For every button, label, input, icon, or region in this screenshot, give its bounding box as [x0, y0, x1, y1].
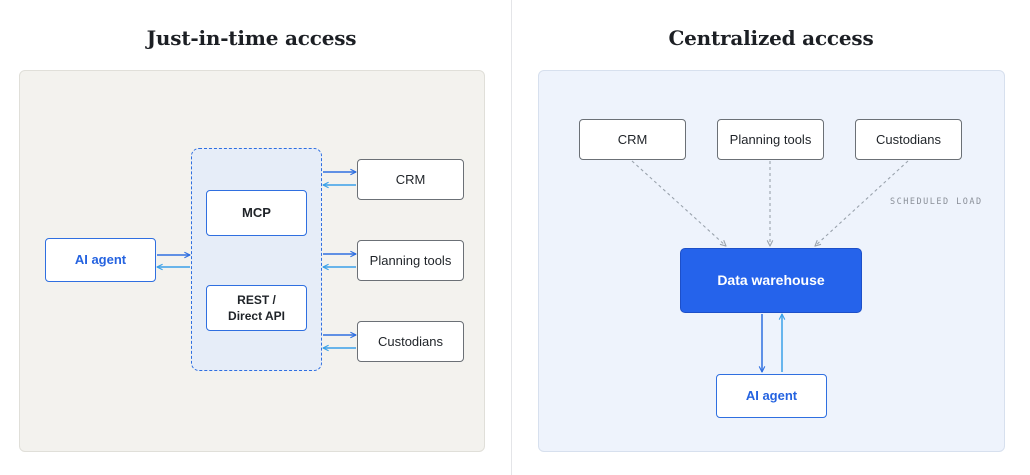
- crm-load-arrow: [631, 160, 726, 246]
- planning-tools-node-left: Planning tools: [357, 240, 464, 281]
- custodians-node-right: Custodians: [855, 119, 962, 160]
- title-just-in-time: Just-in-time access: [146, 26, 357, 50]
- ai-agent-node-left: AI agent: [45, 238, 156, 282]
- data-warehouse-node: Data warehouse: [680, 248, 862, 313]
- ai-agent-node-right: AI agent: [716, 374, 827, 418]
- planning-tools-node-right: Planning tools: [717, 119, 824, 160]
- custodians-node-left: Custodians: [357, 321, 464, 362]
- api-layer-group: [191, 148, 322, 371]
- custodians-load-arrow: [815, 160, 909, 246]
- rest-api-node: REST / Direct API: [206, 285, 307, 331]
- section-divider: [511, 0, 512, 475]
- scheduled-load-label: SCHEDULED LOAD: [890, 197, 983, 207]
- crm-node-right: CRM: [579, 119, 686, 160]
- mcp-node: MCP: [206, 190, 307, 236]
- title-centralized: Centralized access: [668, 26, 874, 50]
- crm-node-left: CRM: [357, 159, 464, 200]
